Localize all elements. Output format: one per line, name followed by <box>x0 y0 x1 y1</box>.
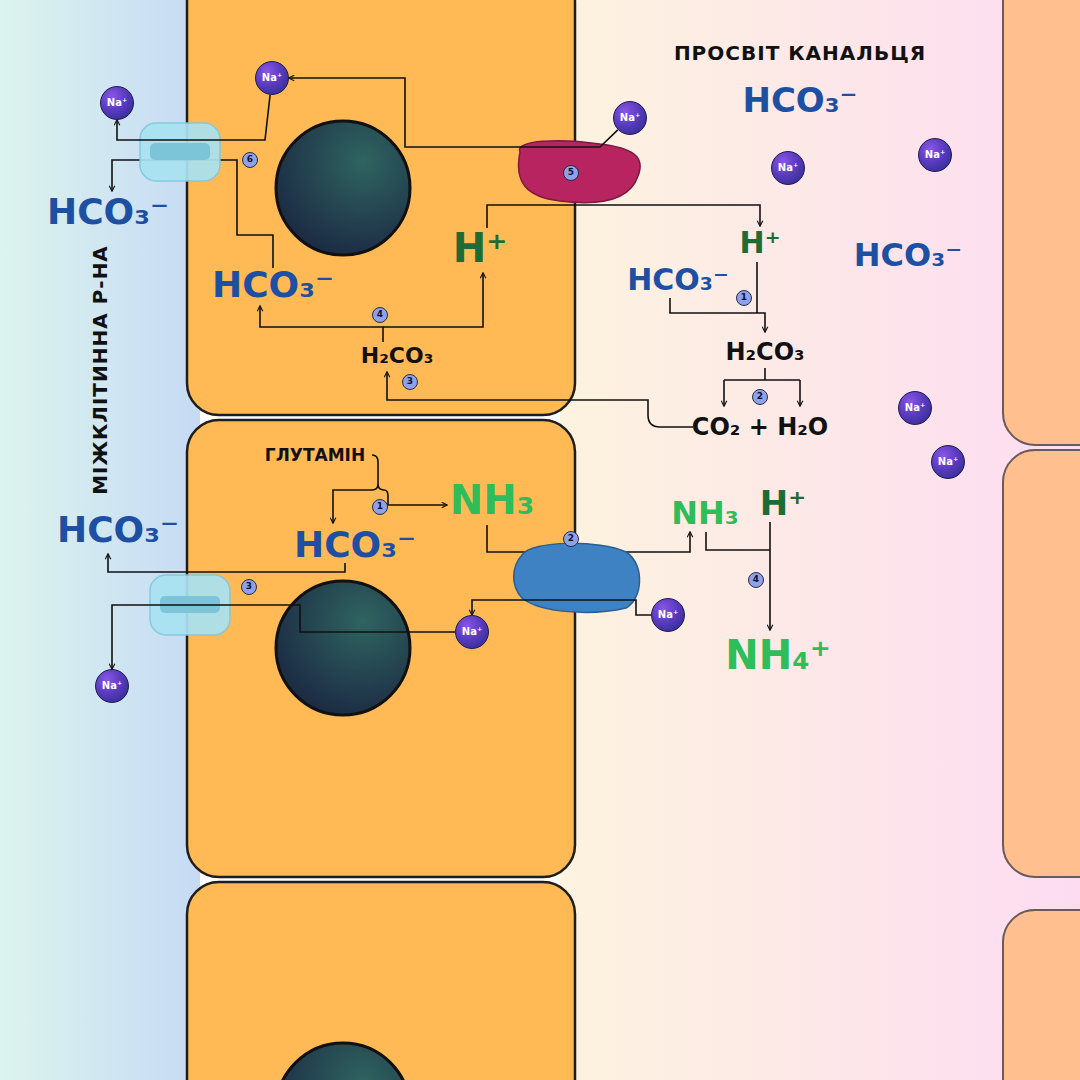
tubule-cell <box>1003 910 1080 1080</box>
nucleus <box>276 581 410 715</box>
na-h-exchanger <box>519 141 641 203</box>
sodium-ion: Na⁺ <box>455 615 489 649</box>
callout-number: 3 <box>241 579 257 595</box>
ion-text: Na⁺ <box>925 150 945 160</box>
sodium-transport-arrow <box>472 600 651 615</box>
sodium-transport-arrow <box>117 95 270 140</box>
reaction-arrows <box>108 160 800 630</box>
ion-text: Na⁺ <box>938 457 958 467</box>
callout-number: 2 <box>563 531 579 547</box>
callout-number: 4 <box>372 307 388 323</box>
callout-number: 4 <box>748 572 764 588</box>
ion-text: Na⁺ <box>107 98 127 108</box>
callout-number: 1 <box>736 290 752 306</box>
sodium-transport-arrow <box>112 605 455 669</box>
ion-label: HCO₃⁻ <box>742 83 857 117</box>
sodium-ion: Na⁺ <box>100 86 134 120</box>
callout-number: 1 <box>372 499 388 515</box>
sodium-ion: Na⁺ <box>613 101 647 135</box>
sodium-transport-arrow <box>289 78 618 147</box>
ion-label: NH₄⁺ <box>725 635 831 675</box>
region-label: МІЖКЛІТИННА Р-НА <box>90 245 110 495</box>
sodium-ion: Na⁺ <box>255 61 289 95</box>
na-hco3-cotransporter <box>150 575 230 635</box>
ion-text: Na⁺ <box>262 73 282 83</box>
tubule-cell <box>187 882 575 1080</box>
callout-number: 2 <box>752 389 768 405</box>
ion-label: HCO₃⁻ <box>627 265 729 295</box>
molecule-label: H₂CO₃ <box>725 340 804 364</box>
ion-text: Na⁺ <box>778 163 798 173</box>
tubule-cell <box>187 420 575 877</box>
nucleus <box>276 121 410 255</box>
ion-text: Na⁺ <box>620 113 640 123</box>
ion-label: HCO₃⁻ <box>47 194 169 230</box>
region-label: ПРОСВІТ КАНАЛЬЦЯ <box>674 43 926 63</box>
ion-text: Na⁺ <box>905 403 925 413</box>
ion-label: HCO₃⁻ <box>212 267 334 303</box>
ion-text: Na⁺ <box>102 681 122 691</box>
ion-label: H⁺ <box>740 228 781 258</box>
ion-label: HCO₃⁻ <box>57 512 179 548</box>
molecule-label: NH₃ <box>450 480 534 520</box>
molecule-label: ГЛУТАМІН <box>265 447 365 464</box>
tubule-cell <box>1003 0 1080 445</box>
molecule-label: CO₂ + H₂O <box>692 415 828 439</box>
sodium-ion: Na⁺ <box>95 669 129 703</box>
ion-label: H⁺ <box>453 228 508 268</box>
molecule-label: NH₃ <box>671 497 739 529</box>
sodium-ion: Na⁺ <box>931 445 965 479</box>
ion-label: HCO₃⁻ <box>854 239 962 271</box>
molecule-label: H₂CO₃ <box>361 345 434 367</box>
sodium-ion: Na⁺ <box>898 391 932 425</box>
sodium-ion: Na⁺ <box>771 151 805 185</box>
tubule-cell <box>187 0 575 415</box>
nucleus <box>276 1043 410 1080</box>
ion-text: Na⁺ <box>462 627 482 637</box>
callout-number: 6 <box>242 152 258 168</box>
ion-label: H⁺ <box>760 486 806 520</box>
ion-text: Na⁺ <box>658 610 678 620</box>
sodium-ion: Na⁺ <box>918 138 952 172</box>
ion-label: HCO₃⁻ <box>294 527 416 563</box>
tubule-cell <box>1003 450 1080 877</box>
na-hco3-cotransporter <box>140 123 220 181</box>
na-nh4-exchanger <box>514 543 640 612</box>
callout-number: 5 <box>563 165 579 181</box>
sodium-ion: Na⁺ <box>651 598 685 632</box>
callout-number: 3 <box>402 374 418 390</box>
